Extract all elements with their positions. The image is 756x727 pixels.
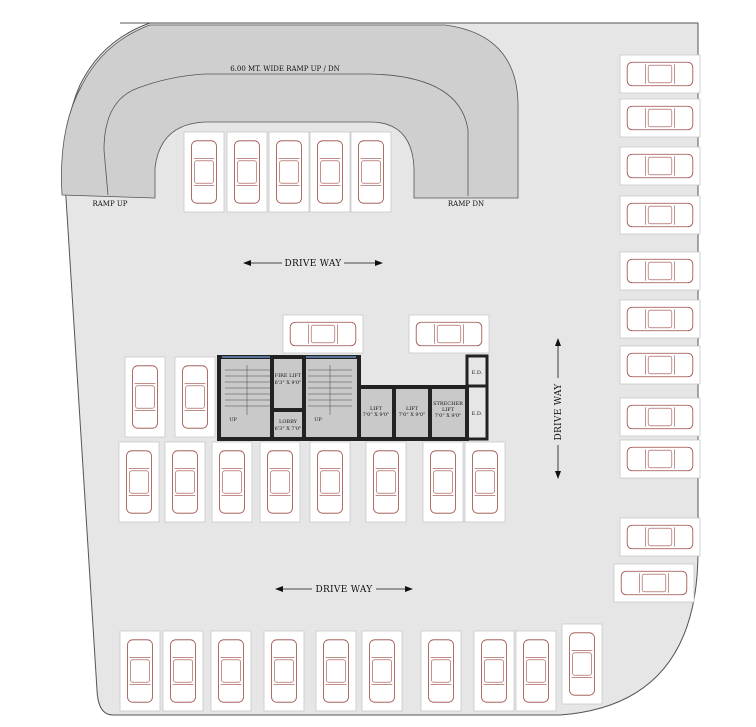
parking-slot	[619, 397, 701, 437]
parking-slot	[183, 131, 225, 213]
drive-way-bottom: DRIVE WAY	[275, 585, 413, 595]
parking-slot	[619, 98, 701, 138]
parking-slot	[268, 131, 310, 213]
parking-slot	[210, 630, 252, 712]
parking-slot	[473, 630, 515, 712]
parking-slot	[162, 630, 204, 712]
parking-slot	[309, 441, 351, 523]
ramp-dn-label: RAMP DN	[448, 200, 484, 208]
ramp-width-label: 6.00 MT. WIDE RAMP UP / DN	[230, 65, 340, 73]
parking-slot	[561, 623, 603, 705]
drive-way-top-label: DRIVE WAY	[284, 259, 342, 269]
parking-slot	[515, 630, 557, 712]
staircase-right	[308, 365, 352, 415]
parking-slot	[619, 345, 701, 385]
parking-slot	[408, 314, 490, 354]
staircase-left	[225, 365, 270, 415]
ed-bottom-label: E.D.	[472, 411, 483, 417]
parking-slot	[422, 441, 464, 523]
parking-slot	[619, 146, 701, 186]
stair-up-right: UP	[314, 417, 322, 423]
parking-slots	[118, 54, 701, 712]
parking-slot	[613, 563, 695, 603]
ramp-center-line	[103, 73, 469, 196]
parking-slot	[119, 630, 161, 712]
parking-slot	[619, 439, 701, 479]
parking-slot	[420, 630, 462, 712]
parking-slot	[619, 299, 701, 339]
parking-slot	[361, 630, 403, 712]
building-core: FIRE LIFT 6'3" X 9'0" LOBBY 6'3" X 7'0" …	[217, 354, 489, 441]
parking-slot	[309, 131, 351, 213]
lift-2-size: 7'0" X 9'0"	[399, 412, 426, 418]
drive-way-right-label: DRIVE WAY	[554, 383, 564, 441]
parking-slot	[350, 131, 392, 213]
parking-slot	[619, 517, 701, 557]
parking-slot	[263, 630, 305, 712]
drive-way-top: DRIVE WAY	[243, 259, 383, 269]
fire-lift-size: 6'3" X 9'0"	[275, 380, 302, 386]
stair-up-left: UP	[229, 417, 237, 423]
lift-2-label: LIFT	[406, 406, 419, 412]
parking-slot	[164, 441, 206, 523]
parking-slot	[619, 195, 701, 235]
drive-way-bottom-label: DRIVE WAY	[315, 585, 373, 595]
parking-slot	[619, 54, 701, 94]
parking-slot	[464, 441, 506, 523]
drive-way-right: DRIVE WAY	[554, 338, 564, 479]
lobby-size: 6'3" X 7'0"	[275, 426, 302, 432]
ramp-up-label: RAMP UP	[92, 200, 127, 208]
stretcher-lift-label: STRECHER	[433, 401, 463, 407]
parking-slot	[174, 356, 216, 438]
parking-slot	[315, 630, 357, 712]
parking-slot	[211, 441, 253, 523]
parking-slot	[282, 314, 364, 354]
parking-slot	[118, 441, 160, 523]
lift-1-label: LIFT	[370, 406, 383, 412]
fire-lift-label: FIRE LIFT	[275, 373, 302, 379]
stretcher-lift-size: 7'0" X 9'0"	[435, 413, 462, 419]
ramp	[61, 24, 519, 199]
stretcher-lift-label-2: LIFT	[442, 407, 455, 413]
lift-1-size: 7'0" X 9'0"	[363, 412, 390, 418]
parking-slot	[226, 131, 268, 213]
parking-slot	[365, 441, 407, 523]
lobby-label: LOBBY	[279, 419, 298, 425]
parking-slot	[619, 251, 701, 291]
parking-slot	[124, 356, 166, 438]
parking-slot	[259, 441, 301, 523]
ed-top-label: E.D.	[472, 370, 483, 376]
